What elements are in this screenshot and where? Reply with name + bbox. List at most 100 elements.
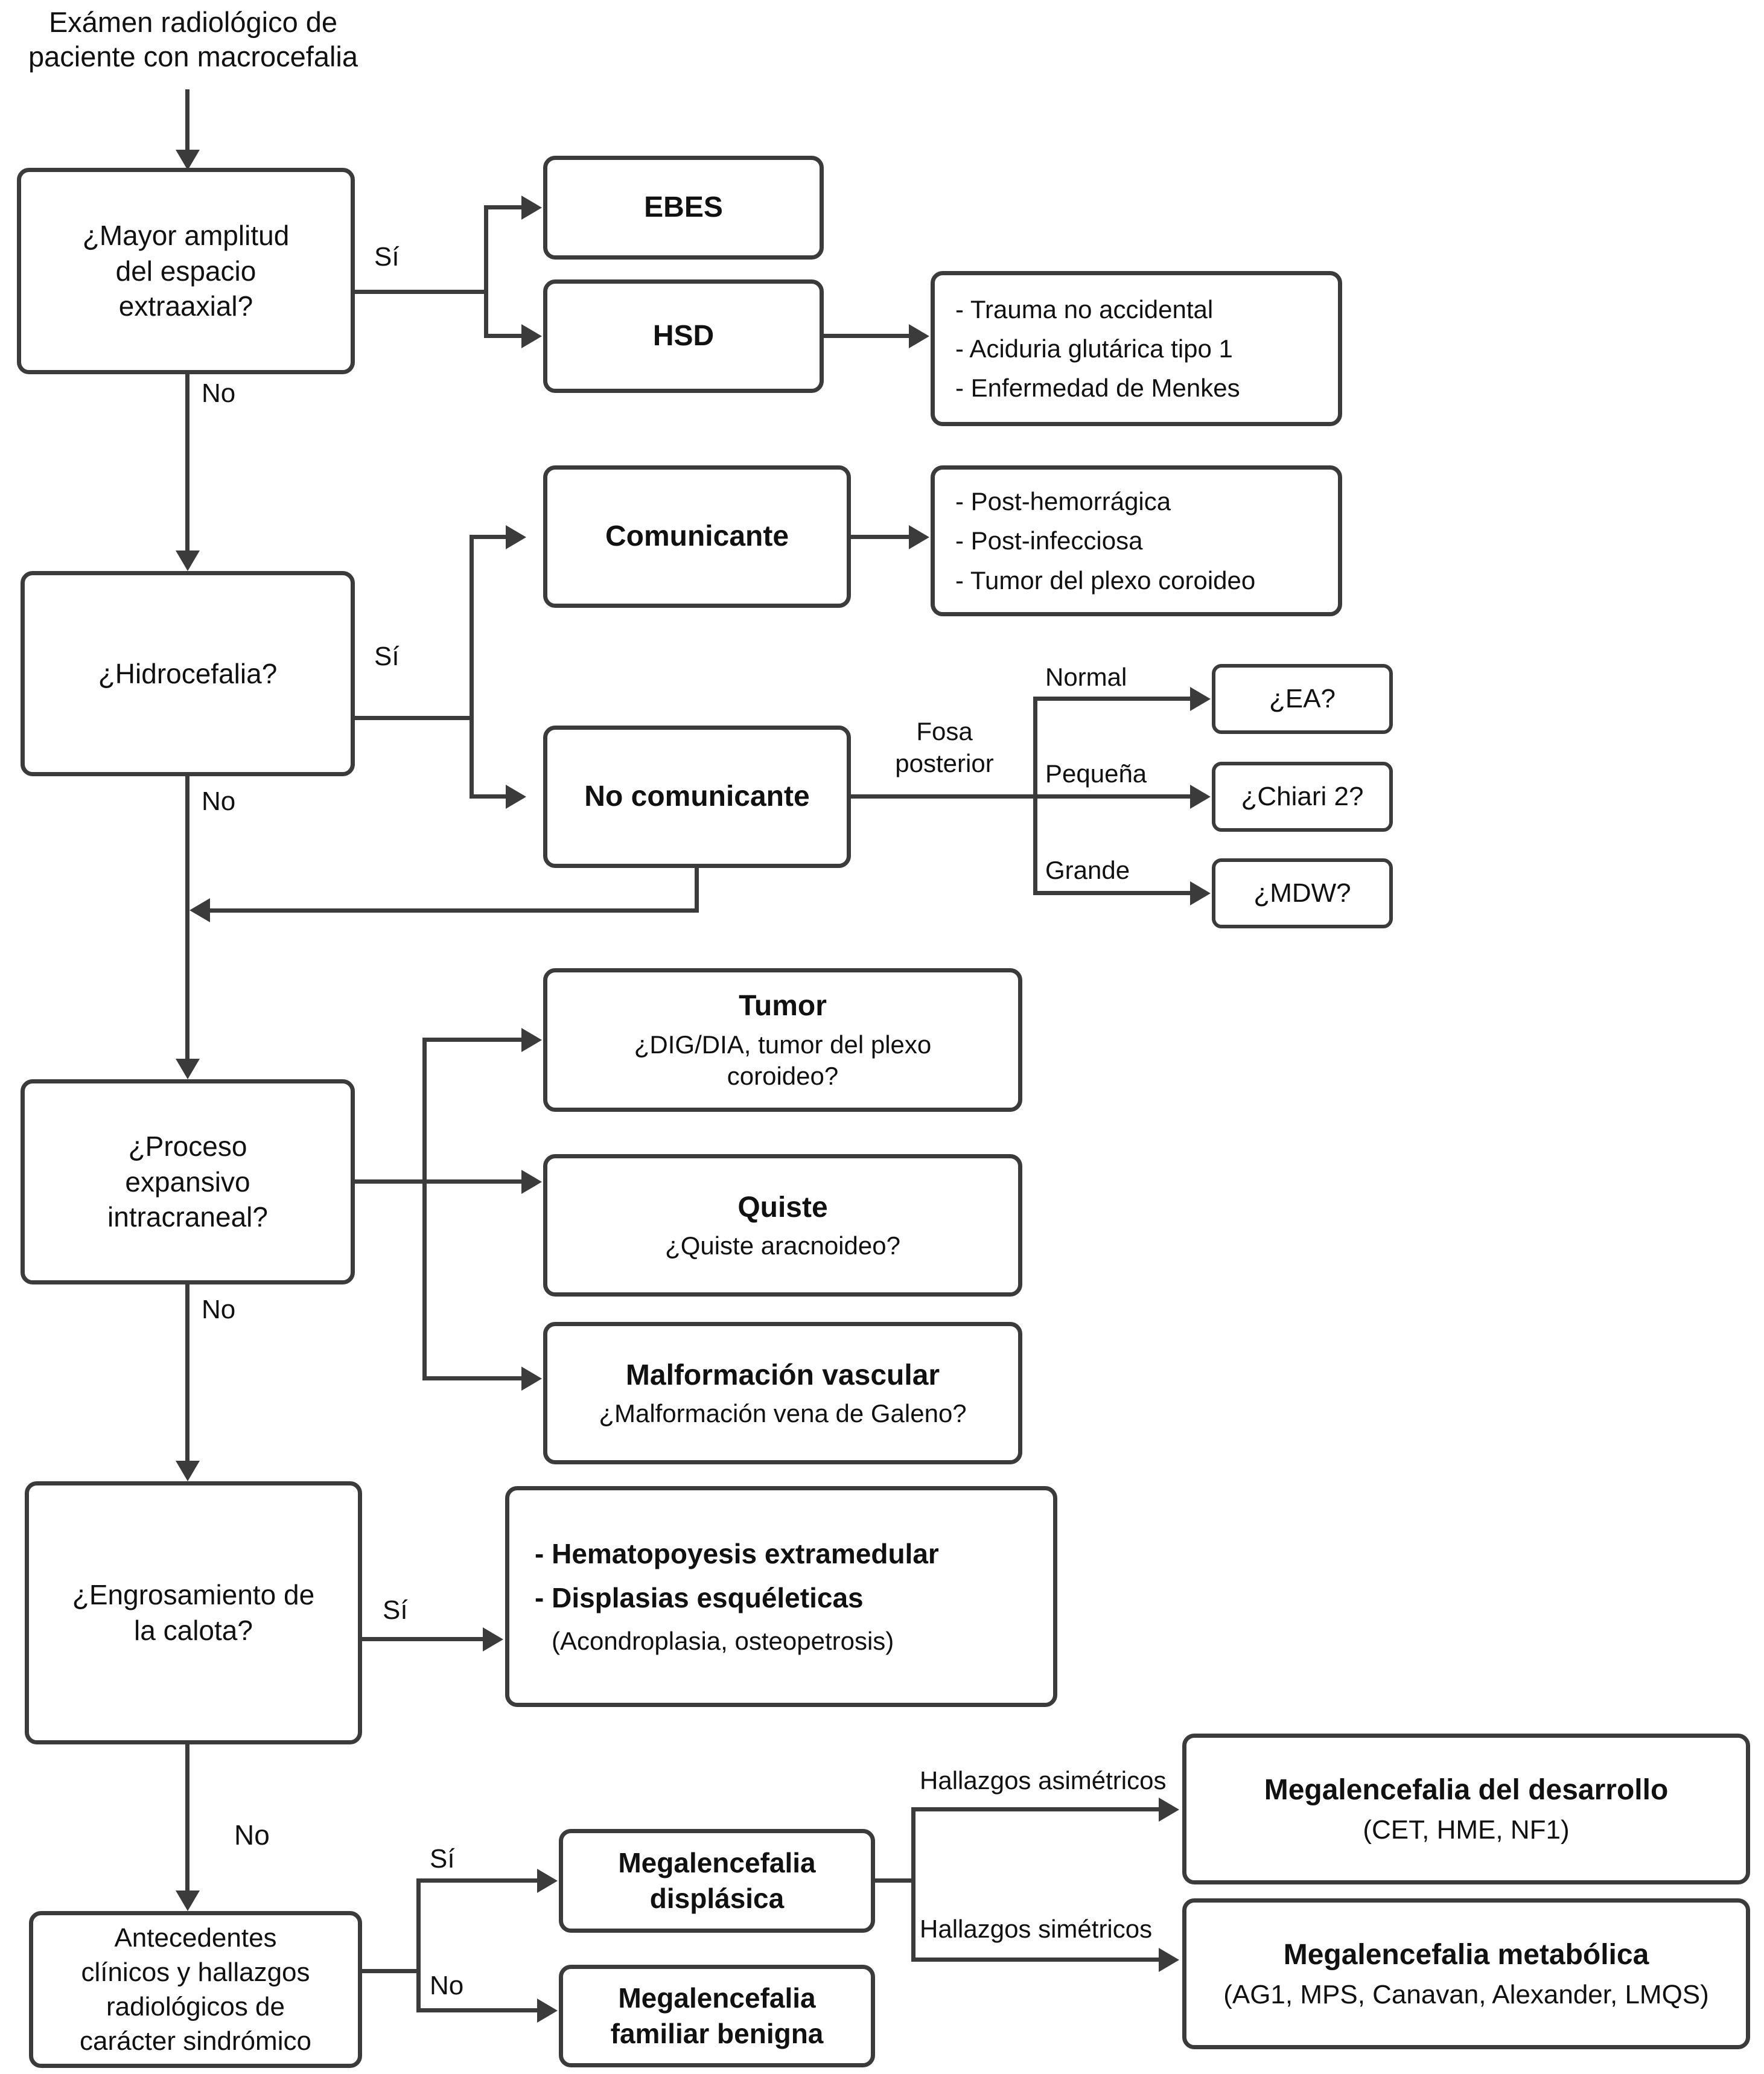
edge-label-fosa-posterior: Fosa posterior bbox=[895, 717, 994, 777]
connector-hsd-causes bbox=[824, 334, 911, 338]
connector-to-meg-metabolica bbox=[911, 1958, 1159, 1962]
node-calota-line1: - Hematopoyesis extramedular bbox=[535, 1537, 939, 1569]
connector-q3-split bbox=[422, 1038, 427, 1380]
connector-hallazgos-split bbox=[911, 1807, 915, 1962]
arrowhead-right-meg-metabolica bbox=[1159, 1948, 1179, 1972]
node-comunicante: Comunicante bbox=[543, 465, 851, 608]
node-malformacion-vascular: Malformación vascular ¿Malformación vena… bbox=[543, 1322, 1022, 1464]
node-tumor-title: Tumor bbox=[739, 990, 827, 1023]
connector-to-no-comunicante bbox=[470, 794, 506, 799]
arrowhead-right-no-comunicante bbox=[506, 785, 526, 809]
node-malformacion-title: Malformación vascular bbox=[625, 1359, 940, 1391]
arrowhead-right-calota-causes bbox=[483, 1627, 503, 1651]
arrowhead-right-ea bbox=[1190, 687, 1211, 711]
chart-title: Exámen radiológico de paciente con macro… bbox=[28, 6, 358, 73]
connector-q5-out bbox=[362, 1969, 421, 1973]
node-calota-line3: (Acondroplasia, osteopetrosis) bbox=[552, 1627, 894, 1655]
node-tumor-subtitle: ¿DIG/DIA, tumor del plexo coroideo? bbox=[634, 1030, 932, 1091]
node-ea: ¿EA? bbox=[1212, 664, 1393, 734]
node-q-hidrocefalia: ¿Hidrocefalia? bbox=[21, 571, 355, 776]
node-meg-displasica: Megalencefalia displásica bbox=[559, 1829, 875, 1933]
arrowhead-right-hsd bbox=[521, 324, 542, 348]
connector-q3-no bbox=[185, 1284, 189, 1462]
node-chiari: ¿Chiari 2? bbox=[1212, 762, 1393, 832]
node-meg-desarrollo-subtitle: (CET, HME, NF1) bbox=[1363, 1814, 1570, 1845]
connector-to-ea bbox=[1033, 697, 1190, 701]
node-comunicante-causes: - Post-hemorrágica - Post-infecciosa - T… bbox=[931, 465, 1342, 616]
connector-q2-no bbox=[185, 776, 189, 1060]
connector-to-tumor bbox=[422, 1038, 523, 1042]
arrowhead-right-meg-familiar bbox=[537, 1999, 558, 2023]
connector-comunicante-causes bbox=[851, 535, 911, 539]
connector-return-left bbox=[205, 908, 699, 913]
edge-label-no-espacio: No bbox=[202, 378, 236, 408]
arrowhead-right-meg-desarrollo bbox=[1159, 1798, 1179, 1822]
arrowhead-left-return bbox=[189, 898, 210, 922]
edge-label-si-sindromico: Sí bbox=[430, 1844, 455, 1874]
edge-label-no-sindromico: No bbox=[430, 1971, 464, 2000]
connector-to-hsd bbox=[484, 334, 521, 338]
node-meg-familiar: Megalencefalia familiar benigna bbox=[559, 1965, 875, 2067]
connector-to-meg-familiar bbox=[416, 2008, 537, 2012]
arrowhead-right-quiste bbox=[521, 1170, 542, 1194]
edge-label-no-proceso: No bbox=[202, 1295, 236, 1324]
edge-label-si-calota: Sí bbox=[383, 1595, 408, 1625]
node-meg-metabolica-subtitle: (AG1, MPS, Canavan, Alexander, LMQS) bbox=[1223, 1979, 1709, 2009]
node-q-antecedentes: Antecedentes clínicos y hallazgos radiol… bbox=[29, 1911, 362, 2068]
connector-to-meg-displasica bbox=[416, 1878, 537, 1883]
connector-q1-si bbox=[355, 290, 488, 294]
arrowhead-down-q1 bbox=[176, 150, 200, 170]
edge-label-si-hidro: Sí bbox=[374, 642, 400, 671]
edge-label-si-espacio: Sí bbox=[374, 242, 400, 272]
node-meg-desarrollo: Megalencefalia del desarrollo (CET, HME,… bbox=[1182, 1734, 1750, 1884]
connector-to-mdw bbox=[1033, 891, 1190, 895]
edge-label-no-hidro: No bbox=[202, 787, 236, 816]
node-quiste: Quiste ¿Quiste aracnoideo? bbox=[543, 1154, 1022, 1297]
connector-q4-si bbox=[362, 1637, 483, 1641]
node-hsd-causes: - Trauma no accidental - Aciduria glutár… bbox=[931, 271, 1342, 426]
node-calota-line2: - Displasias esquéleticas bbox=[535, 1582, 864, 1614]
node-quiste-title: Quiste bbox=[737, 1191, 828, 1224]
edge-label-pequena: Pequeña bbox=[1045, 759, 1147, 788]
arrowhead-right-comunicante bbox=[506, 525, 526, 549]
edge-label-hallazgos-simetricos: Hallazgos simétricos bbox=[920, 1915, 1153, 1943]
connector-to-meg-desarrollo bbox=[911, 1807, 1159, 1811]
arrowhead-right-meg-displasica bbox=[537, 1869, 558, 1893]
node-tumor: Tumor ¿DIG/DIA, tumor del plexo coroideo… bbox=[543, 968, 1022, 1112]
arrowhead-right-hsd-causes bbox=[909, 324, 929, 348]
connector-fosa bbox=[851, 794, 1036, 799]
node-meg-desarrollo-title: Megalencefalia del desarrollo bbox=[1264, 1774, 1669, 1807]
connector-q4-no bbox=[185, 1744, 189, 1894]
connector-return-down bbox=[695, 868, 699, 913]
node-q-espacio-extraaxial: ¿Mayor amplitud del espacio extraaxial? bbox=[17, 168, 355, 374]
arrowhead-right-mdw bbox=[1190, 881, 1211, 905]
connector-q3-mid bbox=[355, 1179, 523, 1184]
arrowhead-down-q3 bbox=[176, 1059, 200, 1079]
node-hsd: HSD bbox=[543, 279, 824, 393]
node-mdw: ¿MDW? bbox=[1212, 858, 1393, 928]
edge-label-hallazgos-asimetricos: Hallazgos asimétricos bbox=[920, 1766, 1167, 1795]
connector-q1-no bbox=[185, 374, 189, 552]
node-q-engrosamiento: ¿Engrosamiento de la calota? bbox=[25, 1481, 362, 1744]
arrowhead-right-comunicante-causes bbox=[909, 525, 929, 549]
arrowhead-right-ebes bbox=[521, 196, 542, 220]
arrowhead-right-malformacion bbox=[521, 1367, 542, 1391]
connector-to-chiari bbox=[1033, 794, 1190, 799]
connector-to-comunicante bbox=[470, 535, 506, 539]
node-calota-causes: - Hematopoyesis extramedular - Displasia… bbox=[505, 1486, 1057, 1707]
connector-to-ebes bbox=[484, 205, 521, 209]
node-meg-metabolica-title: Megalencefalia metabólica bbox=[1283, 1939, 1649, 1971]
connector-q5-split bbox=[416, 1878, 421, 2012]
connector-title-q1 bbox=[185, 89, 189, 152]
connector-q1-split bbox=[484, 205, 488, 338]
arrowhead-down-q2 bbox=[176, 550, 200, 571]
edge-label-grande: Grande bbox=[1045, 856, 1130, 884]
arrowhead-down-q5 bbox=[176, 1891, 200, 1911]
edge-label-no-calota: No bbox=[234, 1819, 270, 1851]
node-meg-metabolica: Megalencefalia metabólica (AG1, MPS, Can… bbox=[1182, 1898, 1750, 2049]
arrowhead-right-tumor bbox=[521, 1028, 542, 1052]
node-ebes: EBES bbox=[543, 156, 824, 260]
connector-to-malformacion bbox=[422, 1376, 523, 1380]
connector-q2-si bbox=[355, 716, 474, 720]
